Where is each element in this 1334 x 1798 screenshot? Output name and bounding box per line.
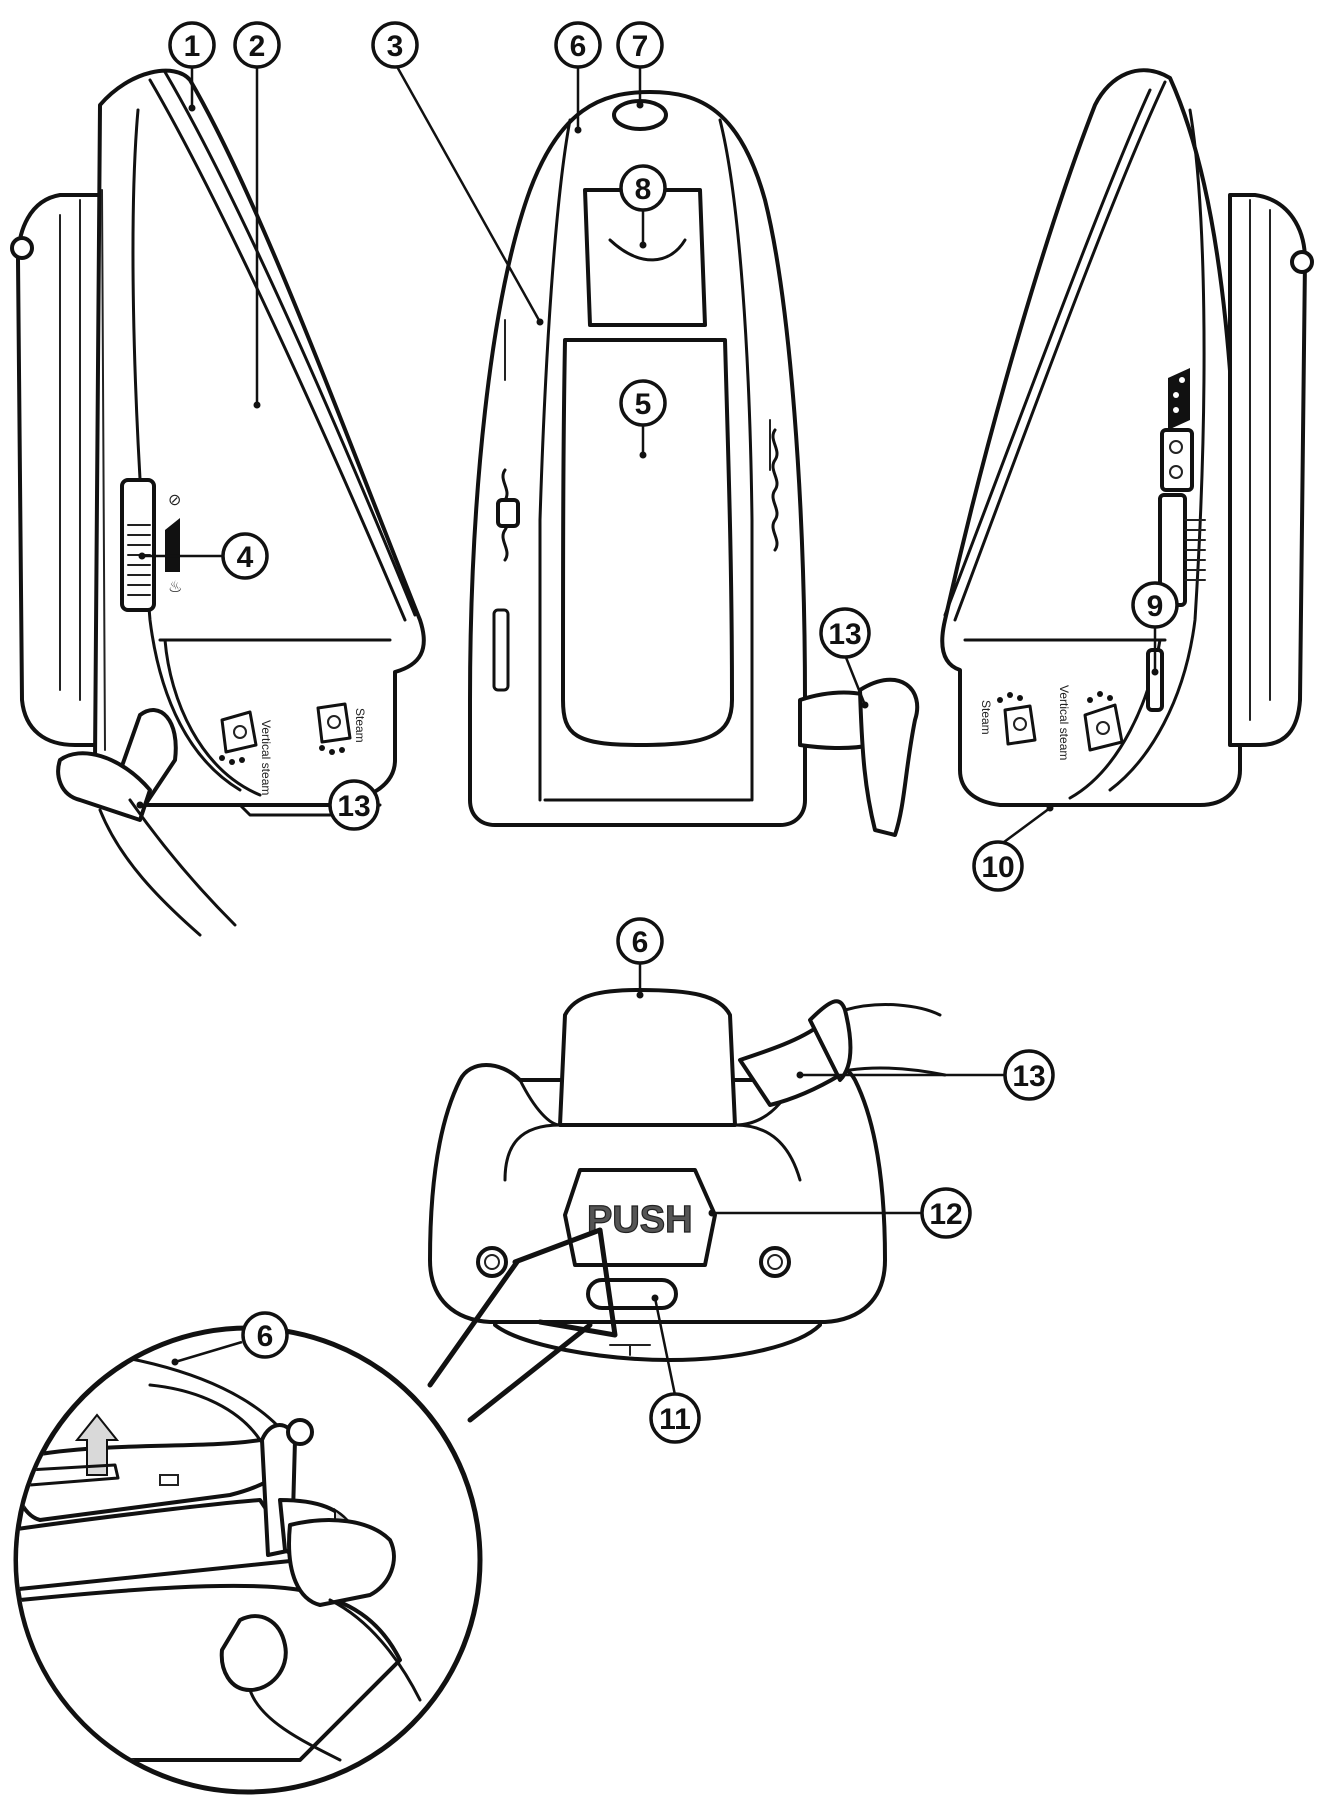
steam-mode-icon-right: Steam — [979, 692, 1037, 746]
right-icon-label-2: Vertical steam — [1057, 685, 1071, 760]
callout-7: 7 — [616, 21, 664, 69]
svg-text:5: 5 — [635, 388, 652, 421]
indicator-lights-strip — [1168, 368, 1190, 430]
svg-text:12: 12 — [929, 1198, 962, 1231]
leader-lines — [136, 62, 1159, 1396]
svg-text:2: 2 — [249, 30, 266, 63]
callout-13-back: 13 — [819, 607, 871, 659]
svg-text:13: 13 — [337, 790, 370, 823]
callout-6-zoom: 6 — [241, 1311, 289, 1359]
iron-right-side-view: Steam Vertical steam — [940, 68, 1314, 807]
svg-text:7: 7 — [632, 30, 649, 63]
svg-text:4: 4 — [237, 541, 254, 574]
vertical-steam-mode-icon: Vertical steam — [219, 710, 273, 795]
left-icon-label-1: Vertical steam — [259, 720, 273, 795]
callout-9: 9 — [1131, 581, 1179, 629]
callout-1: 1 — [168, 21, 216, 69]
no-steam-icon: ⊘ — [168, 492, 181, 509]
svg-text:8: 8 — [635, 173, 652, 206]
callout-10: 10 — [972, 840, 1024, 892]
svg-text:9: 9 — [1147, 590, 1164, 623]
callout-13-left: 13 — [328, 779, 380, 831]
max-steam-icon: ♨ — [168, 579, 182, 596]
svg-text:6: 6 — [632, 926, 649, 959]
svg-text:6: 6 — [570, 30, 587, 63]
callout-5: 5 — [619, 379, 667, 427]
right-icon-label-1: Steam — [979, 700, 993, 735]
iron-back-view — [468, 90, 920, 837]
steam-level-wedge-icon — [165, 518, 180, 572]
callout-2: 2 — [233, 21, 281, 69]
zoom-detail-circle — [13, 1325, 483, 1795]
svg-text:13: 13 — [1012, 1060, 1045, 1093]
iron-base-front-view: PUSH — [427, 988, 947, 1423]
vertical-steam-mode-icon-right: Vertical steam — [1057, 685, 1124, 760]
callout-11: 11 — [649, 1392, 701, 1444]
left-icon-label-2: Steam — [353, 708, 367, 743]
svg-text:11: 11 — [659, 1403, 691, 1436]
callout-6-base: 6 — [616, 917, 664, 965]
svg-text:10: 10 — [981, 851, 1014, 884]
callout-4: 4 — [221, 532, 269, 580]
callout-12: 12 — [920, 1187, 972, 1239]
svg-text:13: 13 — [828, 618, 861, 651]
steam-mode-icon: Steam — [316, 702, 367, 755]
iron-left-side-view: ⊘ ♨ Vertical steam Steam — [10, 68, 426, 937]
callout-13-base: 13 — [1003, 1049, 1055, 1101]
svg-text:6: 6 — [257, 1320, 274, 1353]
callout-3: 3 — [371, 21, 419, 69]
svg-text:3: 3 — [387, 30, 404, 63]
callout-8: 8 — [619, 164, 667, 212]
svg-text:1: 1 — [184, 30, 201, 63]
push-label: PUSH — [587, 1199, 693, 1241]
callout-6-back: 6 — [554, 21, 602, 69]
